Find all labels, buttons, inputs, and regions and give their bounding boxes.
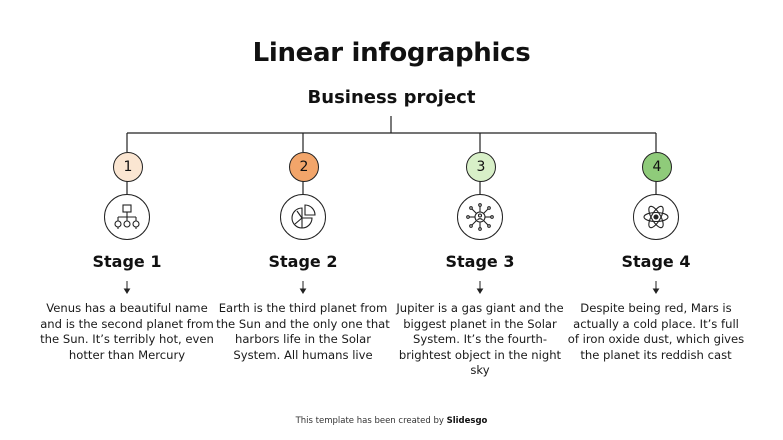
- stage-3-description: Jupiter is a gas giant and the biggest p…: [396, 301, 564, 378]
- stage-1-number: 1: [113, 152, 143, 182]
- stage-1-icon-circle: [104, 194, 150, 240]
- stage-2-icon-circle: [280, 194, 326, 240]
- stage-4-description: Despite being red, Mars is actually a co…: [567, 301, 745, 362]
- stage-1-label: Stage 1: [92, 252, 162, 271]
- stage-1-description: Venus has a beautiful name and is the se…: [40, 301, 214, 362]
- stage-4-icon-circle: [633, 194, 679, 240]
- stage-connectors: [126, 133, 657, 194]
- pie-chart-icon: [291, 204, 316, 229]
- hierarchy-icon: [114, 204, 140, 229]
- footer-brand-link[interactable]: Slidesgo: [446, 416, 488, 426]
- stage-2-number: 2: [289, 152, 319, 182]
- stage-4-label: Stage 4: [621, 252, 691, 271]
- stage-2-description: Earth is the third planet from the Sun a…: [216, 301, 390, 362]
- footer-prefix: This template has been created by: [295, 416, 444, 426]
- page-title: Linear infographics: [252, 38, 531, 68]
- stage-4-number: 4: [642, 152, 672, 182]
- stage-3-number: 3: [466, 152, 496, 182]
- network-icon: [466, 203, 494, 231]
- stage-3-icon-circle: [457, 194, 503, 240]
- stage-3-label: Stage 3: [445, 252, 515, 271]
- atom-icon: [643, 205, 669, 229]
- stage-2-label: Stage 2: [268, 252, 338, 271]
- footer-credit: This template has been created by Slides…: [0, 416, 783, 426]
- page-subtitle: Business project: [307, 87, 476, 108]
- stage-arrows: [123, 281, 660, 294]
